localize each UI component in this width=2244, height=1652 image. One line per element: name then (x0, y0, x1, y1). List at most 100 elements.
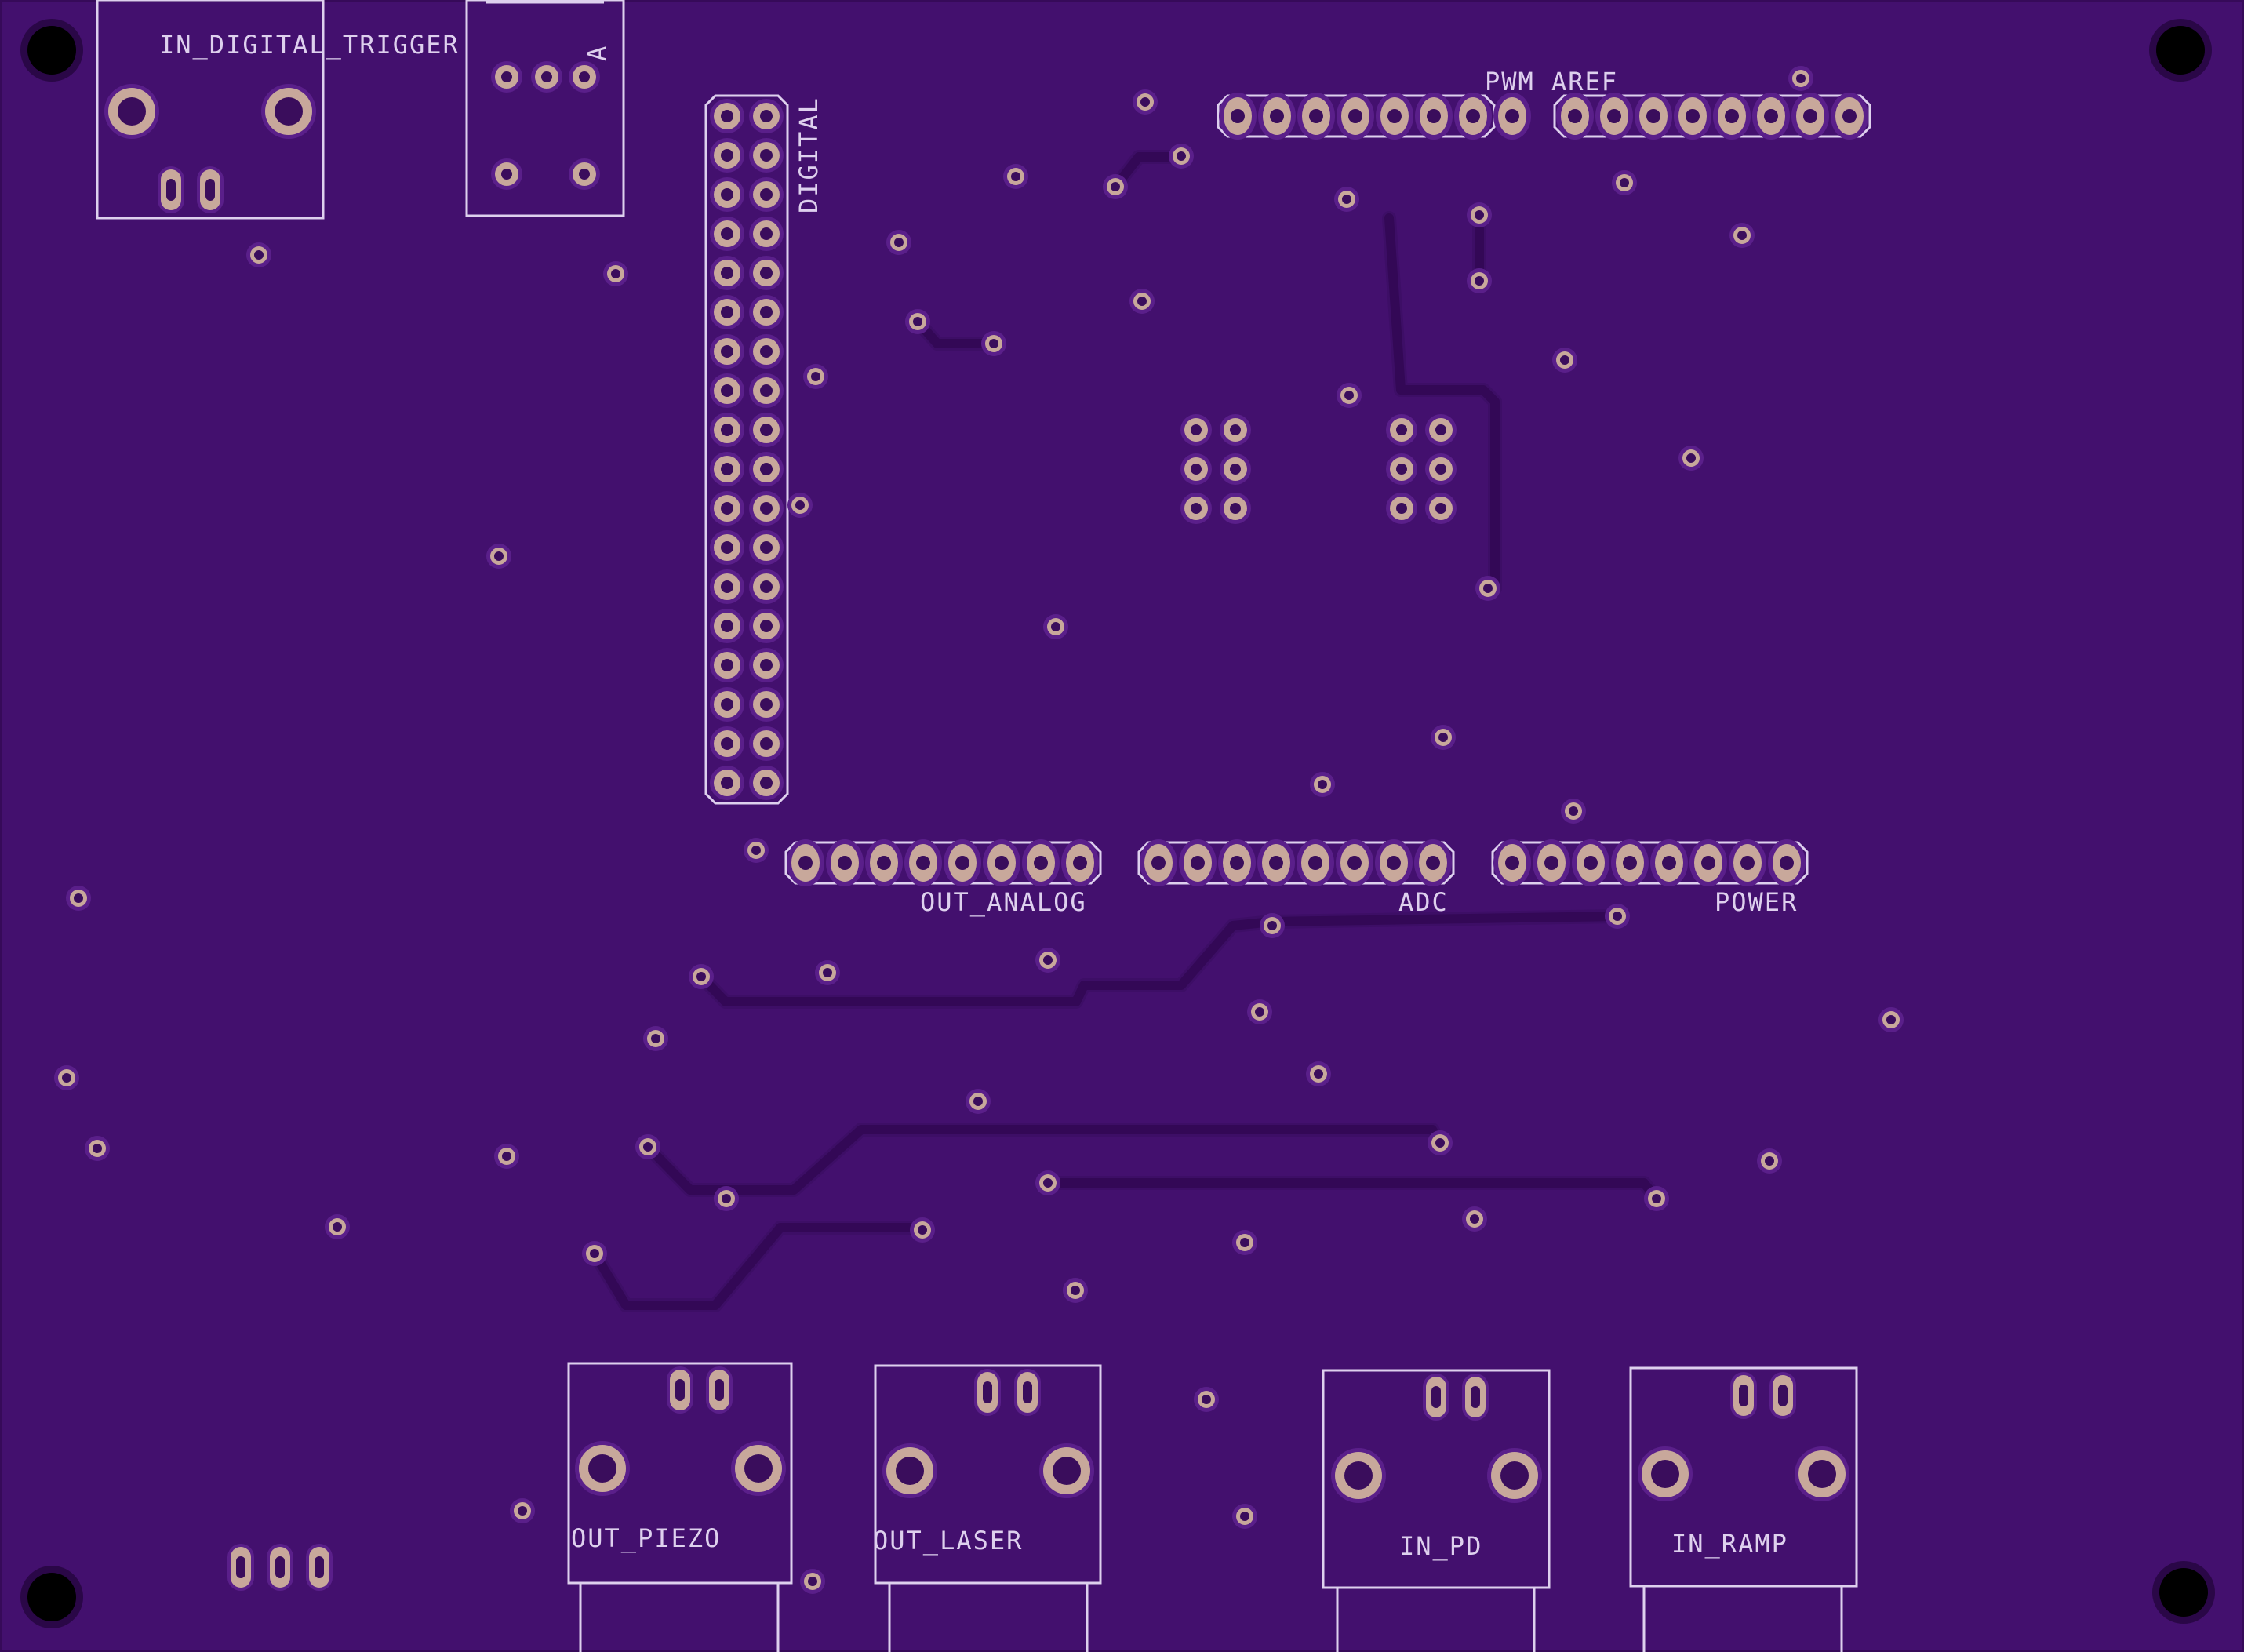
adc-pad-hole (1230, 856, 1244, 870)
mount-hole (27, 26, 76, 75)
via-hole (1796, 74, 1806, 83)
digital-pin-hole (760, 659, 773, 671)
out-analog-pad-hole (995, 856, 1009, 870)
digital-pin-hole (721, 188, 733, 201)
adc-pad-hole (1191, 856, 1205, 870)
jumper-b-pin-hole (1396, 424, 1407, 435)
digital-pin-hole (760, 424, 773, 436)
digital-pin-hole (760, 384, 773, 397)
pwm-pad-hole (1505, 109, 1519, 123)
via-hole (1202, 1395, 1211, 1404)
in-ramp-pin-hole (1778, 1385, 1788, 1406)
in-digital-trigger-lug-hole (118, 97, 146, 126)
via-hole (811, 372, 820, 381)
digital-pin-hole (760, 227, 773, 240)
top-connector-pin-hole (579, 169, 590, 180)
label-in-ramp: IN_RAMP (1671, 1529, 1788, 1559)
digital-pin-hole (760, 110, 773, 122)
digital-header-outline (704, 94, 789, 805)
via-hole (1613, 912, 1622, 921)
power-header-outline (1491, 841, 1809, 885)
mount-hole (2159, 1568, 2208, 1617)
top-connector-outline (465, 0, 625, 217)
via-hole (1011, 172, 1020, 181)
in-pd-lug-hole (1344, 1461, 1373, 1490)
jumper-a-pin-hole (1191, 503, 1202, 514)
digital-pin-hole (760, 737, 773, 750)
power-pad-hole (1662, 856, 1676, 870)
aref-header-outline (1553, 94, 1871, 138)
aref-pad-hole (1568, 109, 1582, 123)
top-connector-pin-hole (501, 169, 512, 180)
via-hole (1435, 1138, 1445, 1148)
via-hole (1318, 780, 1327, 789)
digital-pin-hole (721, 541, 733, 554)
label-adc: ADC (1398, 887, 1449, 917)
digital-pin-hole (721, 149, 733, 162)
via-hole (62, 1073, 71, 1083)
via-hole (1483, 584, 1493, 593)
out-analog-pad-hole (1034, 856, 1048, 870)
label-aref: AREF (1551, 67, 1618, 96)
aref-pad-hole (1607, 109, 1621, 123)
pwm-pad-hole (1270, 109, 1284, 123)
jumper-b-pin-hole (1435, 503, 1446, 514)
via-hole (1314, 1069, 1323, 1079)
jumper-b-pin-hole (1435, 424, 1446, 435)
top-connector-pin-hole (541, 71, 552, 82)
in-digital-trigger-pin-hole (166, 179, 176, 201)
via-hole (1560, 355, 1569, 365)
aref-pad-hole (1725, 109, 1739, 123)
via-hole (590, 1249, 599, 1258)
bottom-left-pin-hole (236, 1556, 245, 1578)
mounting-holes (20, 19, 2215, 1628)
aref-pad-hole (1842, 109, 1857, 123)
out-analog-pad-hole (798, 856, 813, 870)
aref-pad-hole (1646, 109, 1660, 123)
digital-pin-hole (721, 110, 733, 122)
via-hole (1140, 97, 1150, 107)
label-in-pd: IN_PD (1399, 1531, 1482, 1561)
mount-hole (2156, 26, 2205, 75)
digital-pin-hole (760, 345, 773, 358)
via-hole (1886, 1015, 1896, 1024)
top-connector-pin-hole (501, 71, 512, 82)
pwm-pad-hole (1466, 109, 1480, 123)
digital-pin-hole (721, 345, 733, 358)
out-piezo-pin-hole (675, 1379, 685, 1401)
jumper-a-pin-hole (1230, 464, 1241, 475)
digital-pin-hole (721, 698, 733, 711)
label-pwm: PWM (1485, 67, 1535, 96)
in-ramp-pin-hole (1739, 1385, 1748, 1406)
out-analog-pad-hole (955, 856, 969, 870)
via-hole (651, 1034, 660, 1043)
label-digital: DIGITAL (794, 96, 824, 213)
in-pd-pin-hole (1471, 1386, 1480, 1408)
via-hole (254, 250, 264, 260)
label-top-connector: A (582, 45, 612, 61)
jumper-b-pin-hole (1396, 464, 1407, 475)
label-power: POWER (1715, 887, 1798, 917)
via-hole (1475, 210, 1484, 220)
digital-pin-hole (721, 659, 733, 671)
aref-pad-hole (1686, 109, 1700, 123)
jumper-a-pin-hole (1230, 503, 1241, 514)
digital-pin-hole (721, 267, 733, 279)
aref-pad-hole (1764, 109, 1778, 123)
label-out-analog: OUT_ANALOG (920, 887, 1087, 917)
digital-pin-hole (721, 227, 733, 240)
via-hole (696, 972, 706, 981)
pwm-pad-hole (1387, 109, 1402, 123)
out-analog-pad-hole (838, 856, 852, 870)
pwm-pad-hole (1427, 109, 1441, 123)
mount-hole (27, 1573, 76, 1621)
in-pd-pin-hole (1431, 1386, 1441, 1408)
adc-pad-hole (1387, 856, 1401, 870)
digital-pin-hole (760, 188, 773, 201)
via-hole (823, 968, 832, 977)
digital-pin-hole (760, 541, 773, 554)
digital-pin-hole (721, 737, 733, 750)
out-analog-pad-hole (877, 856, 891, 870)
power-pad-hole (1623, 856, 1637, 870)
pwm-pad-hole (1348, 109, 1362, 123)
